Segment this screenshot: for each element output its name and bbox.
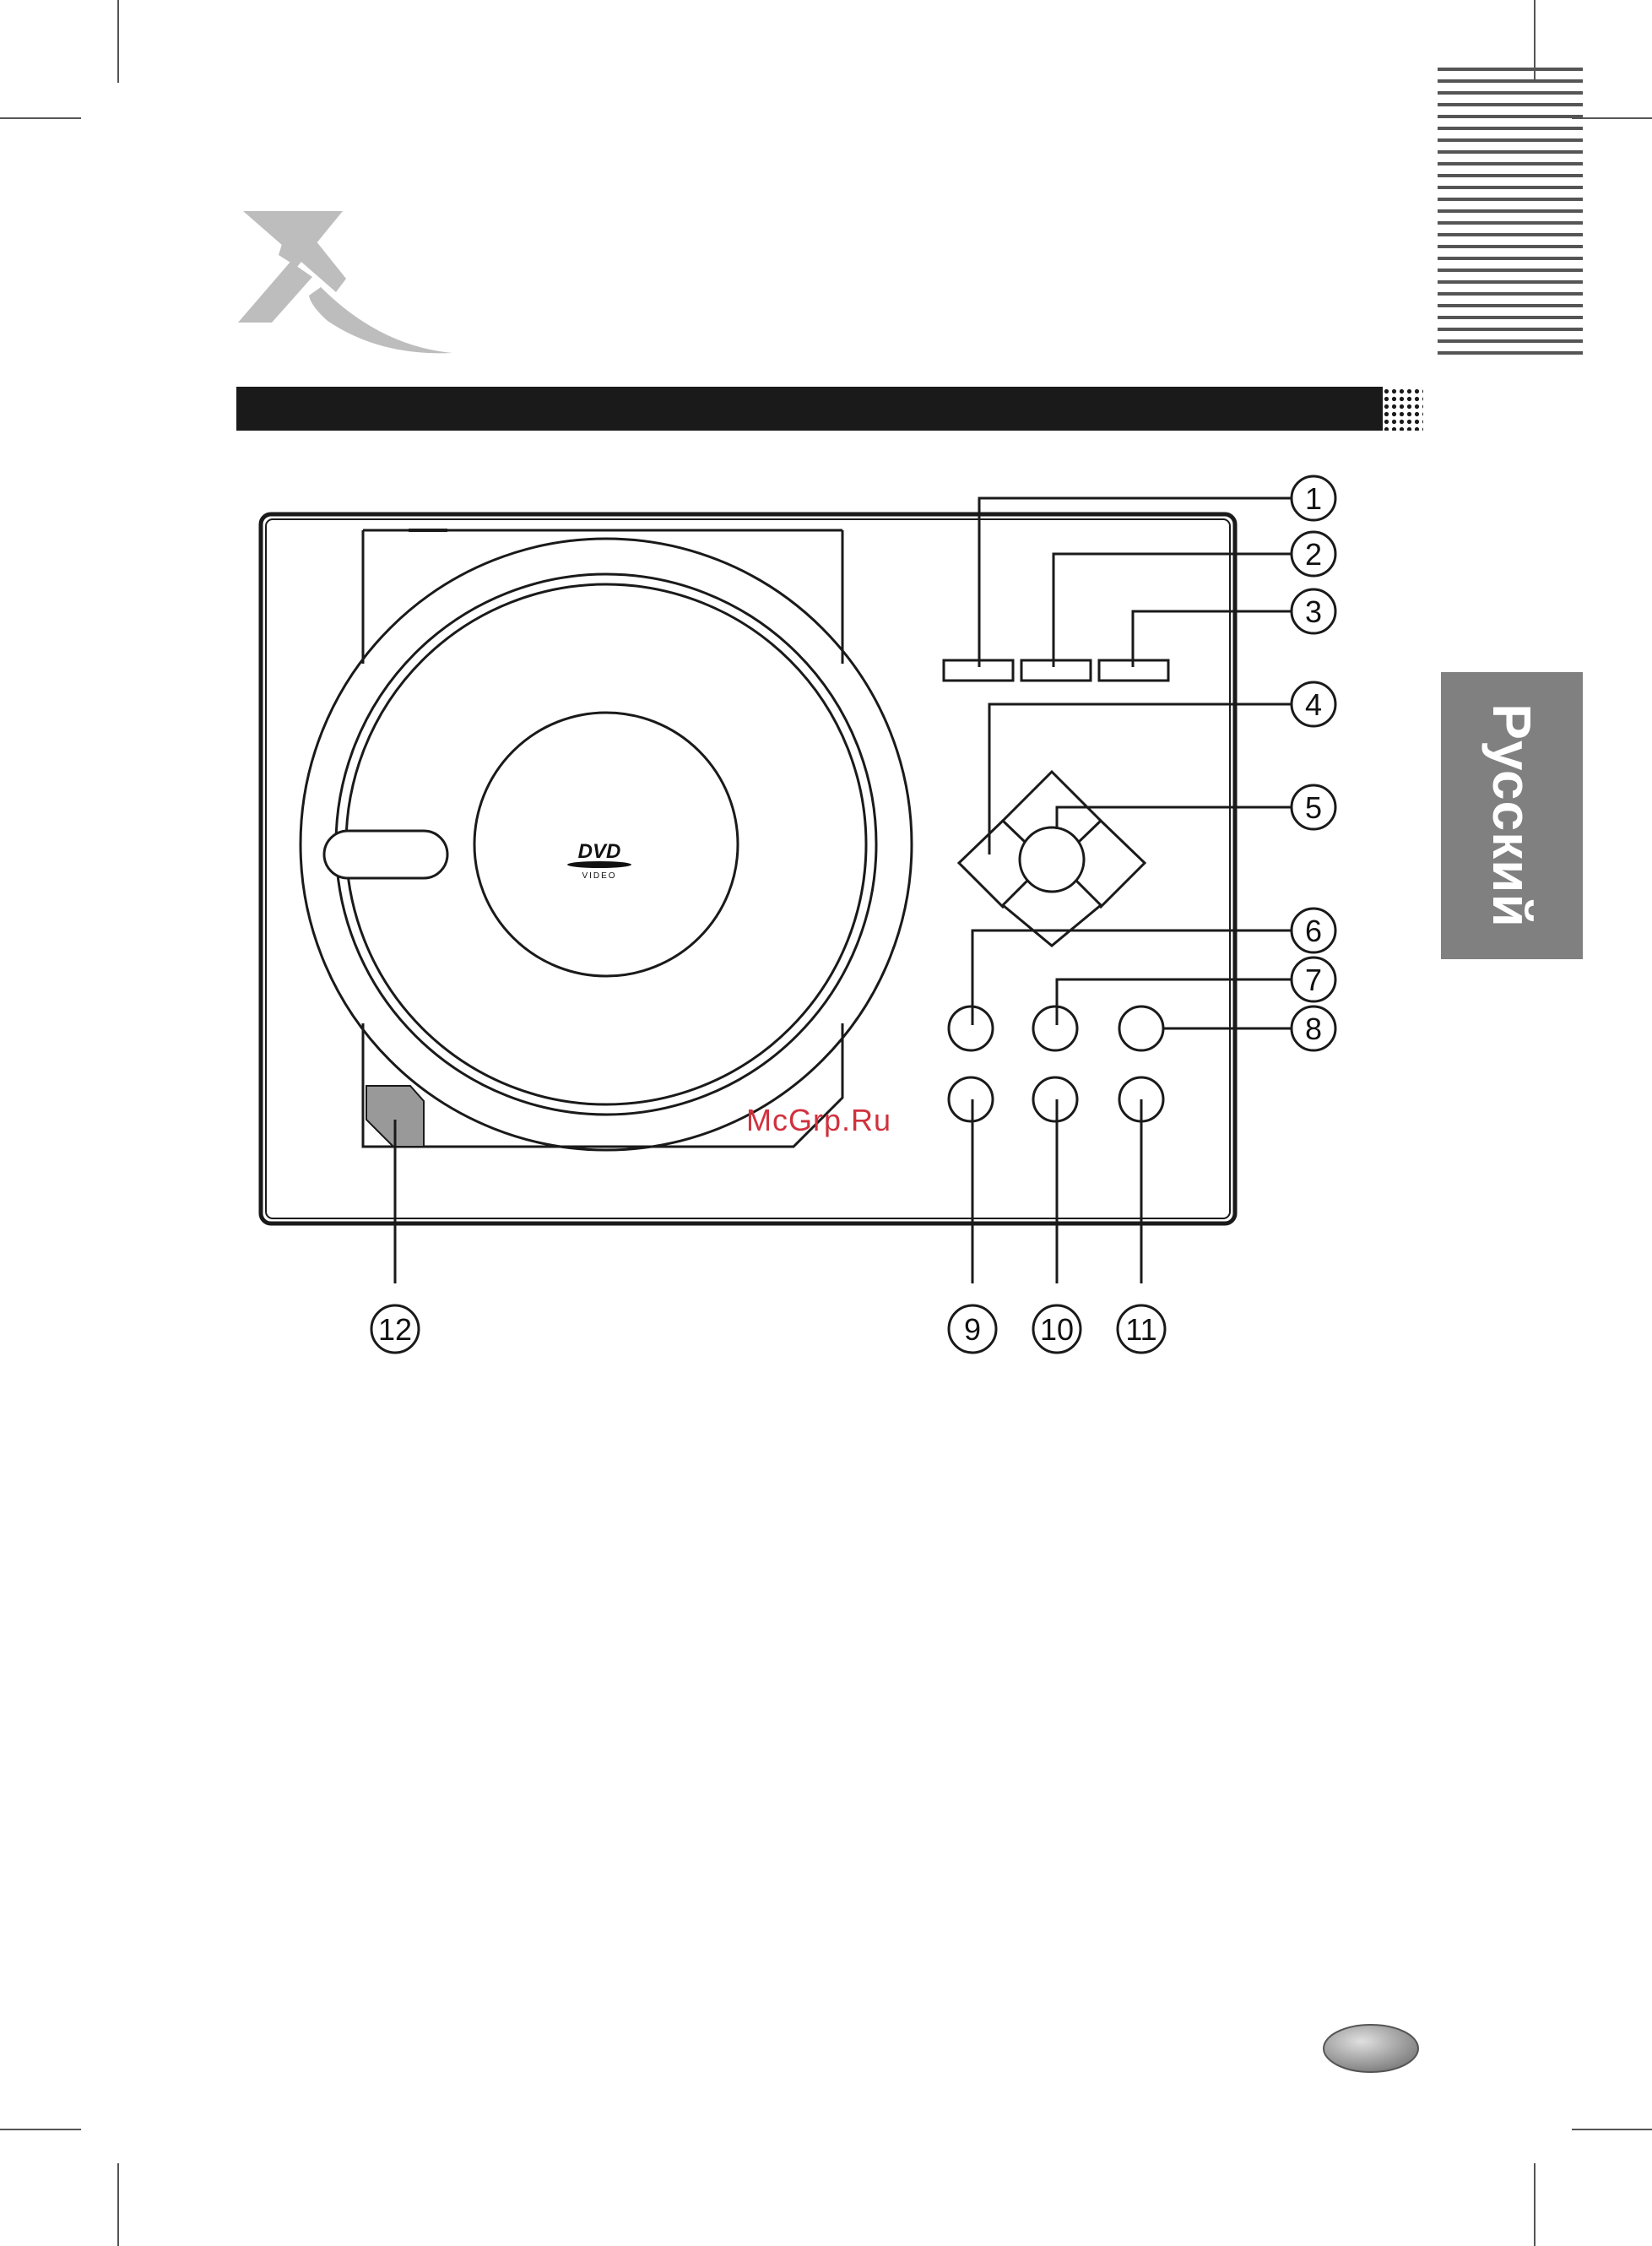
navigation-pad [959,772,1145,946]
callout-markers [371,476,1335,1353]
callout-1: 1 [1305,481,1322,516]
button-8[interactable] [1119,1006,1163,1050]
watermark: McGrp.Ru [746,1103,891,1138]
dvd-video-logo-icon: DVD VIDEO [567,840,631,881]
callout-7: 7 [1305,963,1322,997]
button-2[interactable] [1021,660,1091,681]
page-number-badge [1324,2025,1418,2072]
header-bar [236,387,1423,431]
callout-10: 10 [1040,1312,1074,1347]
dvd-logo-sub: VIDEO [582,871,616,881]
callout-8: 8 [1305,1012,1322,1046]
callout-6: 6 [1305,914,1322,948]
callout-5: 5 [1305,790,1322,825]
callout-2: 2 [1305,537,1322,572]
button-7[interactable] [1033,1006,1077,1050]
callout-9: 9 [964,1312,981,1347]
dvd-logo-main: DVD [578,840,621,863]
callout-3: 3 [1305,594,1322,629]
brand-x-logo-icon [238,211,452,353]
callout-11: 11 [1125,1312,1156,1347]
top-buttons [944,660,1168,681]
button-10[interactable] [1033,1077,1077,1121]
button-6[interactable] [949,1006,993,1050]
language-tab: Русский [1441,672,1583,959]
striped-corner-block [1438,68,1583,355]
callout-4: 4 [1305,687,1322,722]
language-tab-label: Русский [1481,703,1543,928]
button-9[interactable] [949,1077,993,1121]
callout-12: 12 [378,1312,412,1347]
nav-enter-button[interactable] [1020,827,1084,892]
